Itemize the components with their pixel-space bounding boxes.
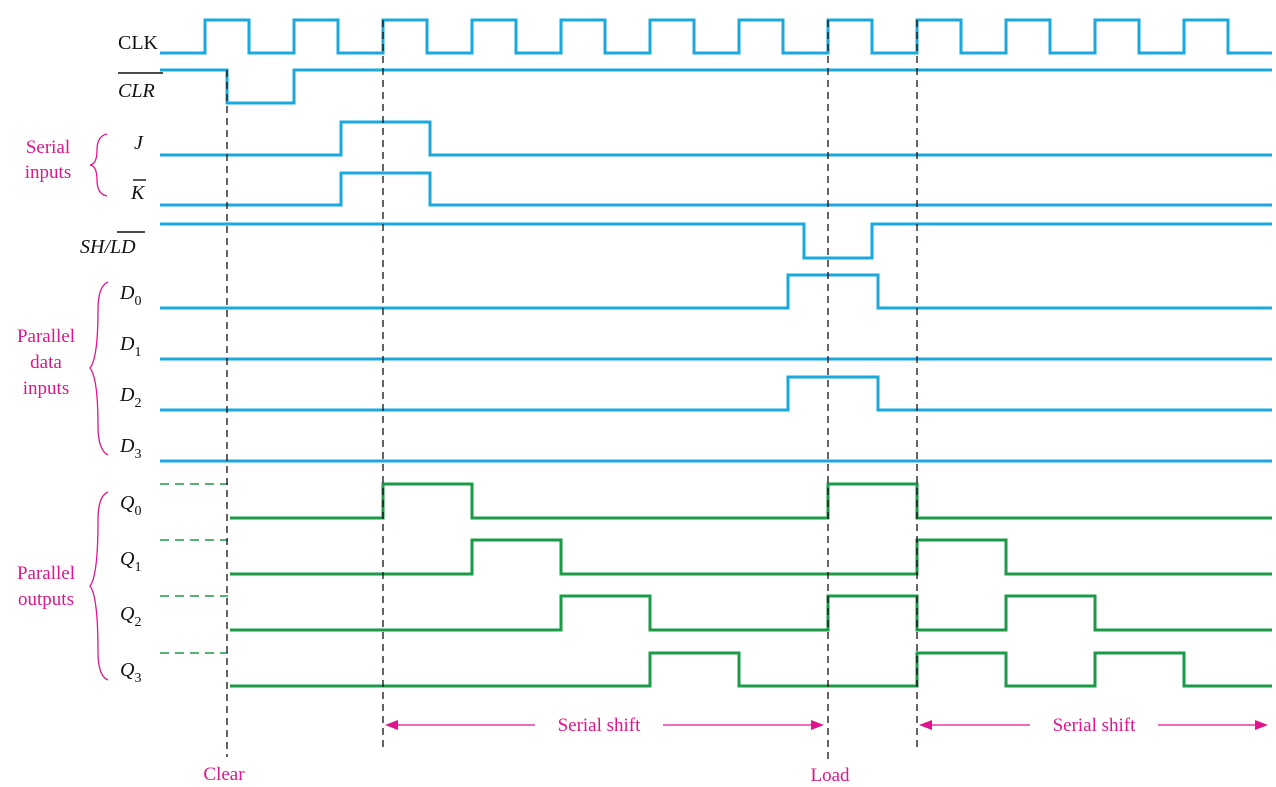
- sh-ld-waveform: [160, 222, 1272, 260]
- svg-text:Parallel: Parallel: [17, 326, 75, 347]
- svg-text:CLR: CLR: [118, 80, 155, 102]
- signal-label-clr: CLR: [118, 72, 163, 102]
- group-parallel-outputs: Parallel outputs: [17, 491, 109, 681]
- signal-label-sh-ld: SH/LD: [80, 231, 145, 258]
- svg-text:data: data: [30, 352, 62, 373]
- serial-shift-arrow-2: Serial shift: [919, 715, 1268, 736]
- d0-waveform: [160, 273, 1272, 310]
- svg-text:inputs: inputs: [23, 378, 69, 399]
- signal-label-d3: D3: [119, 435, 141, 462]
- signal-label-q2: Q2: [120, 603, 141, 630]
- svg-text:outputs: outputs: [18, 589, 74, 610]
- j-waveform: [160, 120, 1272, 157]
- svg-text:K: K: [130, 182, 146, 204]
- signal-label-clk: CLK: [118, 32, 159, 54]
- q2-waveform: [230, 594, 1272, 632]
- svg-text:Parallel: Parallel: [17, 563, 75, 584]
- serial-shift-label-1: Serial shift: [558, 715, 642, 736]
- clk-waveform: [160, 18, 1272, 55]
- signal-label-d1: D1: [119, 333, 141, 360]
- arrowhead-left: [385, 720, 398, 730]
- q3-waveform: [230, 651, 1272, 688]
- signal-label-q3: Q3: [120, 659, 141, 686]
- signal-label-d0: D0: [119, 282, 141, 309]
- load-label: Load: [810, 765, 850, 786]
- signal-label-j: J: [134, 132, 144, 154]
- signal-label-q0: Q0: [120, 492, 141, 519]
- waveforms: [160, 18, 1272, 688]
- q1-waveform: [230, 538, 1272, 576]
- d2-waveform: [160, 375, 1272, 412]
- svg-text:SH/LD: SH/LD: [80, 236, 136, 258]
- clear-label: Clear: [203, 764, 245, 785]
- serial-inputs-brace: [89, 133, 108, 197]
- clr-waveform: [160, 68, 1272, 105]
- serial-shift-arrow-1: Serial shift: [385, 715, 824, 736]
- arrowhead-right: [811, 720, 824, 730]
- kbar-waveform: [160, 171, 1272, 207]
- signal-label-kbar: K: [130, 179, 146, 204]
- serial-shift-label-2: Serial shift: [1053, 715, 1137, 736]
- signal-label-d2: D2: [119, 384, 141, 411]
- group-parallel-data-inputs: Parallel data inputs: [17, 281, 109, 456]
- q0-waveform: [230, 482, 1272, 520]
- arrowhead-right: [1255, 720, 1268, 730]
- arrowhead-left: [919, 720, 932, 730]
- svg-text:inputs: inputs: [25, 162, 71, 183]
- parallel-data-inputs-brace: [89, 281, 109, 456]
- group-serial-inputs: Serial inputs: [25, 133, 108, 197]
- parallel-outputs-brace: [89, 491, 109, 681]
- svg-text:Serial: Serial: [26, 137, 70, 158]
- signal-label-q1: Q1: [120, 548, 141, 575]
